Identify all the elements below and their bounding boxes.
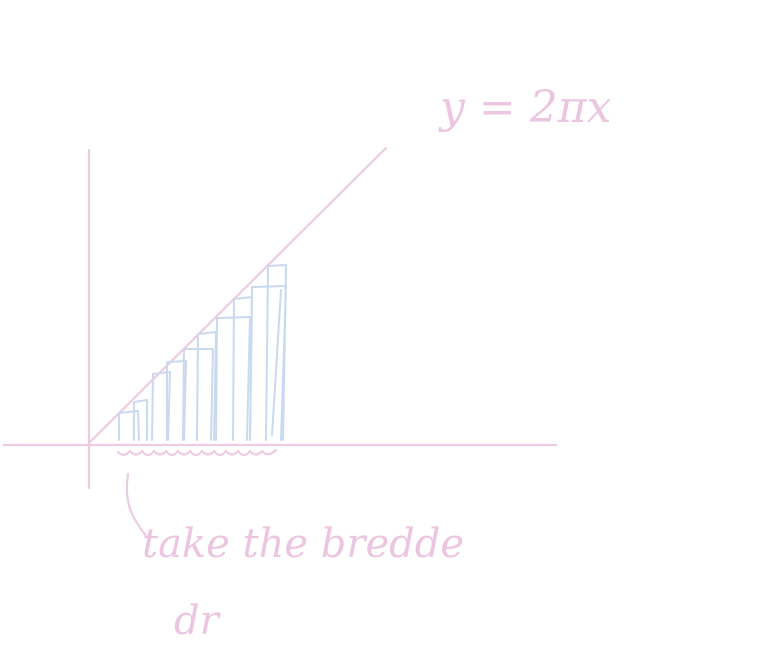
axes (2, 148, 558, 490)
rectangle-strip (133, 399, 148, 441)
approximation-rectangles (118, 264, 287, 441)
rectangle-strip (166, 360, 187, 441)
rectangle-strip (118, 410, 140, 441)
note-pointer (125, 472, 152, 542)
note-line-2: dr (174, 598, 222, 644)
rectangle-strip (265, 264, 287, 441)
rectangle-strip (196, 331, 217, 441)
equation-label: y = 2πx (438, 82, 612, 133)
note-line-1: take the bredde (142, 521, 464, 567)
strip-scribble (116, 448, 278, 457)
rectangle-strip (151, 371, 171, 441)
rectangle-strip (271, 289, 282, 436)
line-y-equals-2pi-x (87, 146, 388, 445)
